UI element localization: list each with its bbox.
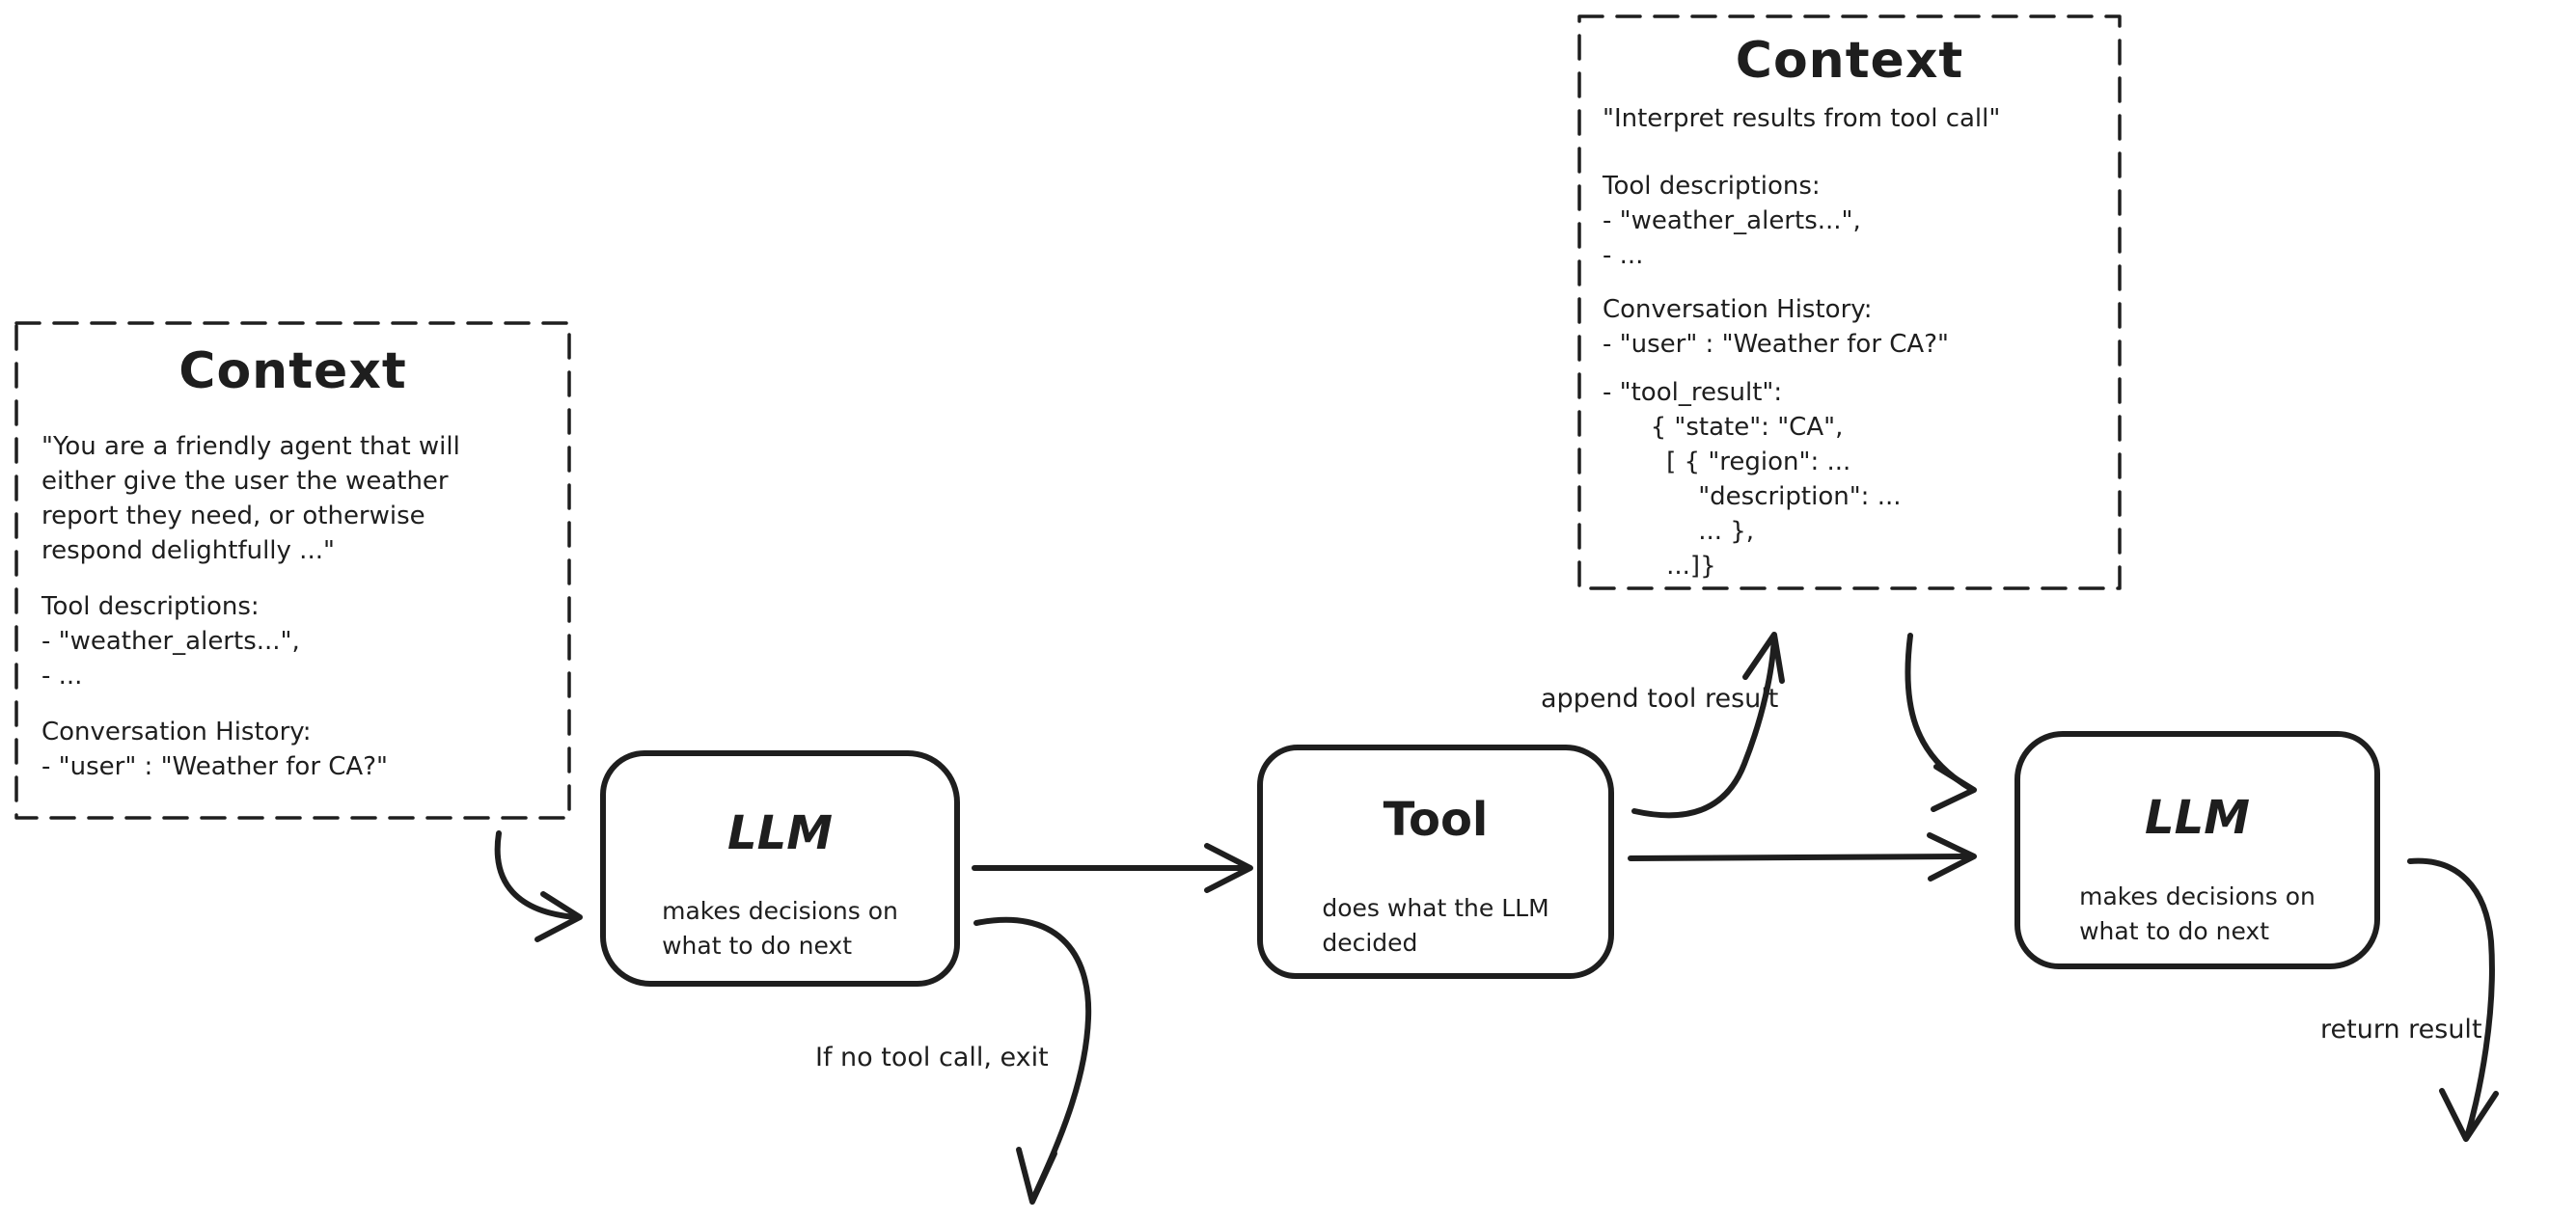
- context-box-top-right: Context "Interpret results from tool cal…: [1579, 16, 2120, 588]
- llm-node-1-title: LLM: [727, 806, 833, 860]
- context-left-body: "You are a friendly agent that will eith…: [16, 429, 569, 784]
- context-top-right-conversation-history: Conversation History: - "user" : "Weathe…: [1603, 295, 1949, 359]
- context-box-left: Context "You are a friendly agent that w…: [16, 323, 569, 818]
- edge-context-to-llm2: [1905, 633, 1971, 790]
- tool-node-subtitle: does what the LLM decided: [1322, 894, 1549, 957]
- llm-node-2: LLM makes decisions on what to do next: [2014, 731, 2380, 969]
- edge-context-left-to-llm1: [494, 830, 579, 920]
- llm-node-2-title: LLM: [2145, 791, 2250, 845]
- context-left-title: Context: [178, 342, 407, 400]
- edge-label-return-result: return result: [2320, 1015, 2482, 1045]
- edge-tool-to-llm2-arrowhead: [1927, 832, 1977, 882]
- edge-tool-to-llm2: [1628, 854, 1973, 861]
- edge-llm2-return: [2407, 857, 2495, 1140]
- context-box-top-right-border: [1577, 14, 2122, 590]
- context-top-right-title: Context: [1735, 32, 1964, 90]
- context-top-right-tool-result: - "tool_result": { "state": "CA", [ { "r…: [1603, 378, 1902, 581]
- llm-node-1: LLM makes decisions on what to do next: [600, 750, 960, 987]
- llm-node-1-subtitle: makes decisions on what to do next: [662, 897, 898, 960]
- context-left-tool-descriptions: Tool descriptions: - "weather_alerts..."…: [41, 592, 300, 691]
- edge-tool-to-context-arrowhead: [1742, 632, 1785, 684]
- edge-label-if-no-tool-call-exit: If no tool call, exit: [815, 1043, 1049, 1072]
- edge-llm1-exit-arrowhead: [1016, 1147, 1057, 1205]
- llm-node-2-subtitle: makes decisions on what to do next: [2079, 882, 2316, 945]
- tool-node-title: Tool: [1383, 793, 1489, 847]
- context-top-right-body: "Interpret results from tool call" Tool …: [1579, 101, 2120, 583]
- tool-node: Tool does what the LLM decided: [1257, 745, 1614, 979]
- context-top-right-instruction: "Interpret results from tool call": [1603, 104, 2001, 133]
- context-left-conversation-history: Conversation History: - "user" : "Weathe…: [41, 718, 388, 781]
- edge-label-append-tool-result: append tool result: [1541, 684, 1779, 714]
- edge-llm1-to-tool-arrowhead: [1204, 843, 1253, 893]
- context-left-system-prompt: "You are a friendly agent that will eith…: [41, 432, 460, 565]
- edge-llm2-return-arrowhead: [2439, 1088, 2499, 1142]
- context-top-right-tool-descriptions: Tool descriptions: - "weather_alerts..."…: [1603, 172, 1861, 270]
- context-box-left-border: [14, 321, 571, 820]
- edge-context-left-to-llm1-arrowhead: [534, 891, 583, 942]
- edge-context-to-llm2-arrowhead: [1931, 764, 1977, 812]
- edge-tool-to-context: [1631, 635, 1777, 819]
